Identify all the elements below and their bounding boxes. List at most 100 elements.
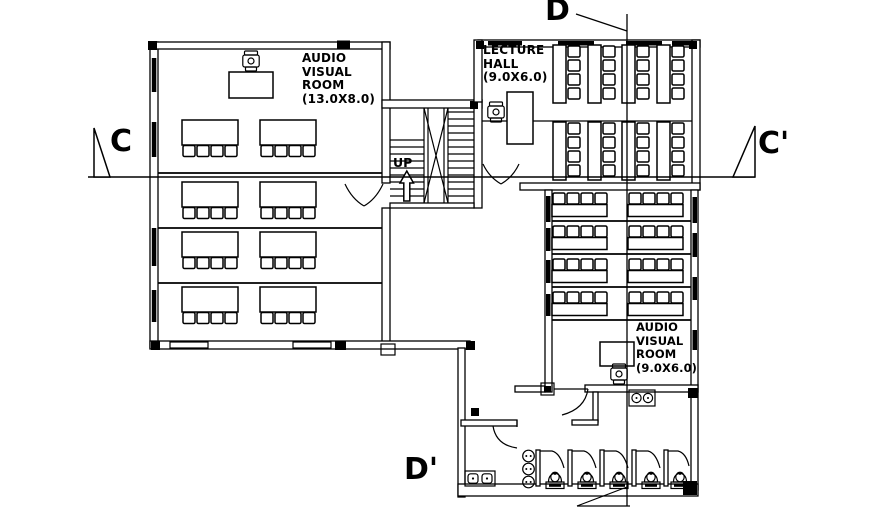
- section-marker-d: D: [545, 0, 570, 28]
- column-icon: [466, 341, 475, 350]
- table-unit: [182, 120, 238, 157]
- desk-unit: [657, 122, 684, 180]
- window-icon: [546, 228, 551, 251]
- table-unit: [182, 232, 238, 269]
- staircase: [381, 99, 483, 209]
- column-icon: [544, 386, 551, 392]
- stall-door: [668, 450, 690, 467]
- toilet-block: [457, 347, 699, 498]
- projector-symbol: [610, 363, 628, 385]
- room-label-av-right: AUDIO VISUAL ROOM (9.0X6.0): [636, 320, 698, 375]
- lecture-hall-furniture: [487, 45, 684, 180]
- stair-rails: [423, 108, 449, 203]
- double-door: [363, 183, 384, 207]
- window-icon: [151, 290, 157, 322]
- table-unit: [260, 287, 316, 324]
- window-icon: [672, 41, 692, 46]
- window-icon: [692, 197, 697, 223]
- window-icon: [558, 41, 594, 46]
- desk-unit: [553, 122, 580, 180]
- table-unit: [628, 226, 683, 250]
- basin-counter-symbol: [628, 389, 656, 407]
- section-marker-d-prime: D': [404, 452, 439, 487]
- desk-unit: [553, 45, 580, 103]
- column-icon: [689, 41, 697, 49]
- double-door: [500, 163, 520, 185]
- column-icon: [337, 40, 350, 50]
- presenter-table: [599, 341, 635, 367]
- window-icon: [546, 196, 551, 222]
- section-marker-c-prime: C': [758, 126, 790, 161]
- table-unit: [260, 120, 316, 157]
- column-icon: [471, 408, 479, 416]
- table-unit: [628, 193, 683, 217]
- desk-unit: [622, 45, 649, 103]
- stall-door: [636, 450, 661, 469]
- table-unit: [182, 182, 238, 219]
- round-basins: [522, 449, 535, 489]
- door-swing: [561, 388, 589, 416]
- column-icon: [148, 41, 157, 50]
- stall-door: [540, 450, 565, 469]
- window-icon: [151, 58, 157, 92]
- table-unit: [628, 292, 683, 316]
- left-building-furniture: [182, 50, 316, 324]
- section-line-dd: [575, 13, 630, 507]
- table-unit: [260, 182, 316, 219]
- column-icon: [335, 341, 346, 350]
- table-unit: [628, 259, 683, 283]
- double-door: [344, 183, 365, 207]
- desk-unit: [657, 45, 684, 103]
- section-flag-c-prime: [731, 125, 756, 178]
- window-icon: [546, 294, 551, 316]
- toilet-stalls: [535, 449, 690, 487]
- presenter-table: [228, 71, 274, 99]
- stall-door: [572, 450, 597, 469]
- section-line-cc: [88, 125, 756, 178]
- window-icon: [488, 41, 522, 46]
- window-icon: [692, 277, 697, 300]
- desk-unit: [622, 122, 649, 180]
- double-door: [482, 163, 502, 185]
- projector-symbol: [242, 50, 260, 72]
- room-label-lecture-hall: LECTURE HALL (9.0X6.0): [483, 43, 548, 84]
- table-unit: [552, 226, 607, 250]
- desk-unit: [588, 122, 615, 180]
- window-icon: [626, 41, 662, 46]
- window-icon: [546, 260, 551, 283]
- left-building-walls: [148, 40, 475, 356]
- projector-symbol: [487, 101, 505, 123]
- column-icon: [151, 341, 160, 350]
- table-unit: [552, 259, 607, 283]
- section-marker-c: C: [110, 124, 133, 159]
- window-icon: [151, 122, 157, 157]
- stair-up-label: UP: [393, 155, 413, 170]
- section-flag-d-prime: [576, 486, 628, 507]
- table-unit: [552, 193, 607, 217]
- window-icon: [692, 330, 697, 350]
- stair-cross: [423, 107, 449, 204]
- column-icon: [470, 101, 478, 109]
- window-icon: [169, 341, 209, 349]
- up-arrow-icon: [398, 169, 415, 202]
- room-label-av-left: AUDIO VISUAL ROOM (13.0X8.0): [302, 51, 376, 106]
- column-icon: [688, 388, 698, 398]
- right-building-walls: [514, 189, 699, 491]
- stall-door: [604, 450, 629, 469]
- right-building-furniture: [552, 193, 683, 385]
- pier: [380, 343, 396, 356]
- window-icon: [692, 233, 697, 257]
- column-icon: [683, 481, 697, 495]
- desk-unit: [588, 45, 615, 103]
- window-icon: [151, 228, 157, 266]
- door-swing: [492, 425, 518, 449]
- presenter-table: [506, 91, 534, 145]
- table-unit: [552, 292, 607, 316]
- table-unit: [182, 287, 238, 324]
- window-icon: [292, 341, 332, 349]
- section-flag-d: [575, 13, 628, 32]
- column-icon: [476, 41, 484, 49]
- section-flag-c: [93, 127, 112, 178]
